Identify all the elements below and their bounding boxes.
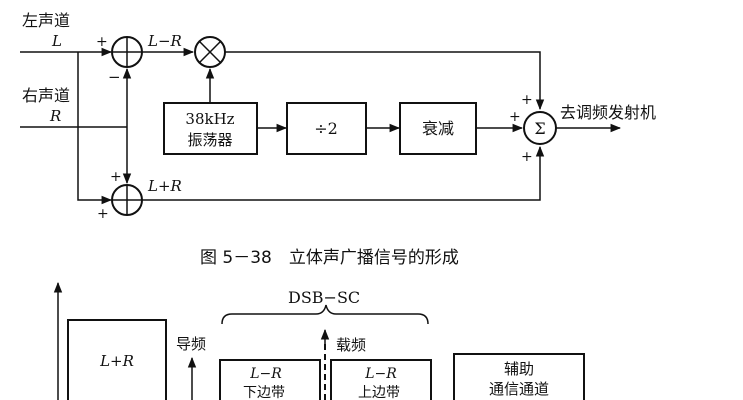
lower-sideband-block xyxy=(219,359,321,400)
upper-sideband-label-2: 上边带 xyxy=(358,385,400,400)
summer-plus-top: + xyxy=(521,92,533,108)
divider-block xyxy=(286,102,367,155)
attenuator-label: 衰减 xyxy=(422,119,454,138)
multiplier xyxy=(194,36,226,68)
left-channel-label: 左声道 xyxy=(22,11,70,30)
dsb-sc-label: DSB−SC xyxy=(288,288,360,307)
attenuator-block xyxy=(399,102,477,155)
aux-channel-block xyxy=(453,353,585,400)
difference-adder xyxy=(111,36,143,68)
sum-adder-plus-sign-bottom: + xyxy=(97,206,109,222)
oscillator-label-line2: 振荡器 xyxy=(187,131,232,149)
pilot-tone-label: 导频 xyxy=(176,335,206,353)
sum-adder xyxy=(111,184,143,216)
diff-adder-minus-sign: − xyxy=(108,68,121,86)
right-channel-label: 右声道 xyxy=(22,86,70,105)
diff-adder-plus-sign: + xyxy=(96,34,108,50)
sum-band-label: L+R xyxy=(99,352,134,370)
left-to-sum-line xyxy=(77,52,113,205)
carrier-label: 载频 xyxy=(336,336,366,354)
dsb-sc-brace xyxy=(221,304,429,325)
left-symbol-label: L xyxy=(51,32,62,50)
upper-sideband-label-1: L−R xyxy=(364,366,397,382)
block-diagram: 左声道 L 右声道 R + − + + L−R xyxy=(20,11,656,222)
oscillator-label-line1: 38kHz xyxy=(185,110,234,128)
diff-signal-label: L−R xyxy=(147,32,182,50)
right-symbol-label: R xyxy=(49,107,61,125)
aux-channel-label-2: 通信通道 xyxy=(489,380,549,398)
dsb-signal-line xyxy=(225,51,545,111)
summer-plus-left: + xyxy=(509,109,521,125)
summer-symbol: Σ xyxy=(534,119,545,138)
output-label: 去调频发射机 xyxy=(560,103,656,122)
lower-sideband-label-2: 下边带 xyxy=(243,385,285,400)
divider-label: ÷2 xyxy=(314,119,338,138)
figure-caption: 图 5－38 立体声广播信号的形成 xyxy=(200,248,459,268)
sum-band-block xyxy=(67,319,167,400)
spectrum-figure: DSB−SC L+R 导频 L−R 下边带 载频 L−R 上边带 辅助 通信通道 xyxy=(53,281,585,400)
aux-channel-label-1: 辅助 xyxy=(504,360,534,378)
sum-adder-plus-sign-top: + xyxy=(110,169,122,185)
summer-plus-bottom: + xyxy=(521,149,533,165)
sum-signal-label: L+R xyxy=(147,177,182,195)
lower-sideband-label-1: L−R xyxy=(249,366,282,382)
upper-sideband-block xyxy=(330,359,432,400)
sum-signal-line xyxy=(142,145,545,201)
